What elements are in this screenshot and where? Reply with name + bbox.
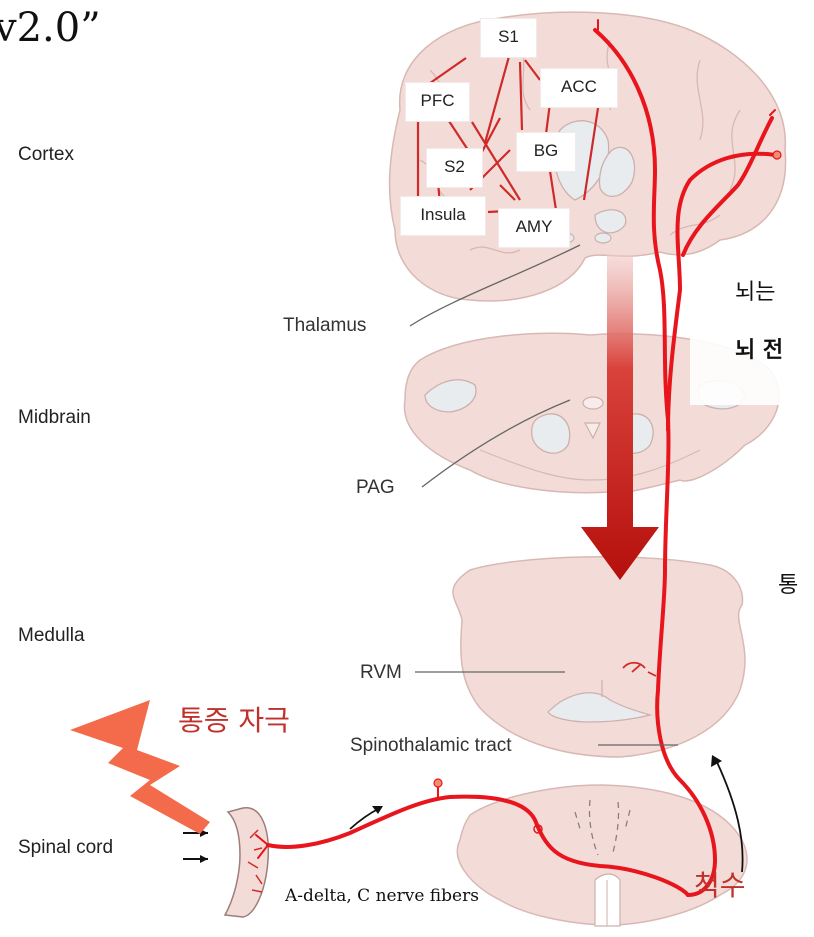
version-text: v2.0”	[0, 8, 101, 48]
thalamus-label: Thalamus	[283, 316, 366, 335]
pag-label: PAG	[356, 478, 395, 497]
region-box-s2: S2	[426, 148, 483, 188]
spinal-label: 척수	[694, 872, 746, 900]
region-box-pfc: PFC	[405, 82, 470, 122]
level-label-cortex: Cortex	[18, 145, 74, 164]
peripheral-tissue	[225, 808, 268, 917]
medulla-section	[453, 557, 745, 757]
pain-stimulus-label: 통증 자극	[178, 707, 290, 735]
spinothalamic-tract-label: Spinothalamic tract	[350, 736, 512, 755]
level-label-spinal-cord: Spinal cord	[18, 838, 113, 857]
stimulus-arrow-icon	[183, 829, 208, 863]
brain-note-2: 뇌 전	[735, 340, 783, 362]
region-box-insula: Insula	[400, 196, 486, 236]
region-box-bg: BG	[516, 132, 576, 172]
rvm-label: RVM	[360, 663, 402, 682]
spinal-cord-section	[457, 785, 747, 926]
region-box-s1: S1	[480, 18, 537, 58]
nerve-fibers-label: A-delta, C nerve fibers	[285, 888, 479, 905]
region-box-amy: AMY	[498, 208, 570, 248]
brain-note-1: 뇌는	[735, 282, 775, 304]
level-label-midbrain: Midbrain	[18, 408, 91, 427]
region-box-acc: ACC	[540, 68, 618, 108]
level-label-medulla: Medulla	[18, 626, 85, 645]
pain-note: 통	[778, 575, 798, 597]
